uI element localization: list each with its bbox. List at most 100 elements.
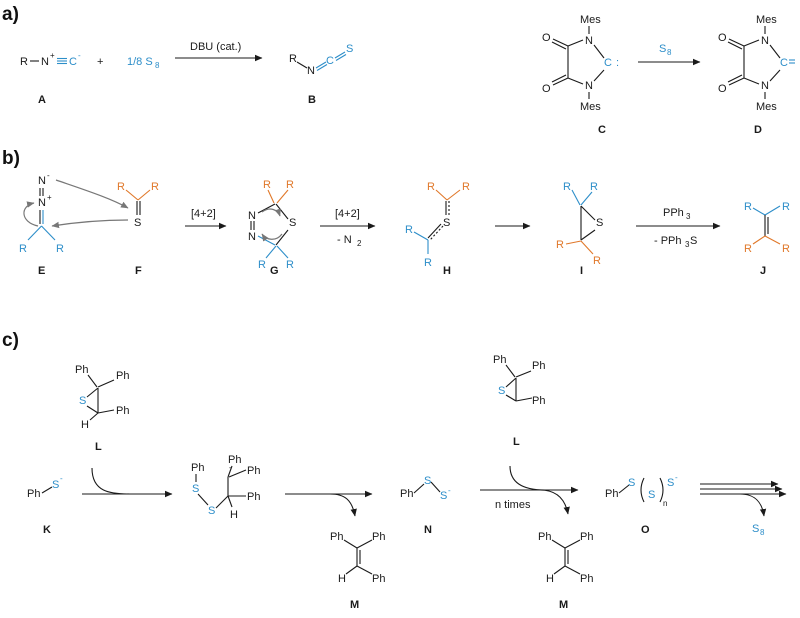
compound-G-thiadiazoline: R R N N S R R <box>248 179 296 271</box>
substituent-R3: R <box>405 224 413 236</box>
label-J: J <box>760 265 766 277</box>
reagent-pph3: PPh <box>663 207 684 219</box>
substituent-R1: R <box>263 179 271 191</box>
atom-S: S <box>79 395 86 407</box>
s8-subscript: 8 <box>155 61 160 70</box>
label-C: C <box>598 124 606 136</box>
label-O: O <box>641 524 650 536</box>
compound-M-stilbene-2: Ph Ph H Ph <box>538 531 593 585</box>
phenyl-2: Ph <box>228 454 241 466</box>
atom-N2: N <box>585 80 593 92</box>
atom-N2: N <box>248 231 256 243</box>
substituent-R4: R <box>286 259 294 271</box>
reagent-s8: 1/8 S 8 <box>127 56 160 70</box>
substituent-R3: R <box>258 259 266 271</box>
label-M-1: M <box>350 599 359 611</box>
label-B: B <box>308 94 316 106</box>
arrow-c1-curve <box>91 467 131 495</box>
phenyl-1: Ph <box>75 364 88 376</box>
substituent-R4: R <box>593 255 601 267</box>
atom-O1: O <box>542 32 551 44</box>
reagent-pph3-subscript: 3 <box>686 212 691 221</box>
phenyl-1: Ph <box>191 462 204 474</box>
atom-S2: S <box>440 490 447 502</box>
substituent-R3: R <box>744 243 752 255</box>
arrow-label-dbu: DBU (cat.) <box>190 41 241 53</box>
step-label-1: [4+2] <box>191 208 216 220</box>
charge-plus: + <box>50 51 55 60</box>
step-label-2: [4+2] <box>335 208 360 220</box>
atom-S: S <box>596 217 603 229</box>
phenyl-1: Ph <box>493 354 506 366</box>
atom-S1: S <box>628 477 635 489</box>
phenyl-2: Ph <box>580 531 593 543</box>
compound-C-carbene: Mes N C : N Mes O O <box>542 14 619 113</box>
arrow-c2-elimination <box>329 493 357 517</box>
mes-top: Mes <box>756 14 777 26</box>
label-L-2: L <box>513 436 520 448</box>
mes-bottom: Mes <box>580 101 601 113</box>
substituent-R1: R <box>117 181 125 193</box>
byproduct-pph3s-S: S <box>690 235 697 247</box>
substituent-R1: R <box>744 201 752 213</box>
substituent-R2: R <box>56 243 64 255</box>
atom-C: C <box>780 57 788 69</box>
compound-D-thione: Mes N C S N Mes O O <box>718 14 795 113</box>
compound-N-disulfide-anion: Ph S S - <box>400 475 451 502</box>
phenyl-3: Ph <box>116 405 129 417</box>
atom-S: S <box>346 43 353 55</box>
substituent-R2: R <box>782 201 790 213</box>
charge-minus: - <box>448 486 451 495</box>
atom-S: S <box>52 479 59 491</box>
phenyl-3: Ph <box>580 573 593 585</box>
substituent-R4: R <box>782 243 790 255</box>
mes-top: Mes <box>580 14 601 26</box>
label-I: I <box>580 265 583 277</box>
arrow-electron-flow-1 <box>55 179 129 209</box>
label-H: H <box>443 265 451 277</box>
substituent-R2: R <box>151 181 159 193</box>
atom-S: S <box>289 217 296 229</box>
phenyl-3: Ph <box>372 573 385 585</box>
atom-N2: N <box>761 80 769 92</box>
atom-H: H <box>546 573 554 585</box>
atom-C: C <box>326 55 334 67</box>
label-E: E <box>38 265 45 277</box>
compound-J-alkene: R R R R <box>744 201 790 255</box>
compound-A-isocyanide: R N + C - <box>20 51 81 68</box>
substituent-R3: R <box>556 239 564 251</box>
label-D: D <box>754 124 762 136</box>
substituent-R4: R <box>424 257 432 269</box>
arrow-c4-release <box>739 493 767 517</box>
phenyl-4: Ph <box>247 491 260 503</box>
atom-N-terminal: N <box>38 175 46 187</box>
atom-S1: S <box>192 483 199 495</box>
bracket-right <box>659 477 664 503</box>
compound-B-isothiocyanate: R N C S <box>289 43 353 77</box>
substituent-R2: R <box>590 181 598 193</box>
label-A: A <box>38 94 46 106</box>
atom-O2: O <box>718 83 727 95</box>
atom-S-repeat: S <box>648 489 655 501</box>
compound-L-thiirane-left: Ph Ph S Ph H <box>75 364 129 431</box>
charge-minus: - <box>47 171 50 180</box>
s8-coefficient: 1/8 S <box>127 56 153 68</box>
atom-O2: O <box>542 83 551 95</box>
substituent-R1: R <box>427 181 435 193</box>
repeat-count-n: n <box>663 499 667 508</box>
compound-M-stilbene-1: Ph Ph H Ph <box>330 531 385 585</box>
atom-S: S <box>498 385 505 397</box>
atom-N-central: N <box>38 197 46 209</box>
panel-label-c: c) <box>2 330 19 351</box>
substituent-R2: R <box>286 179 294 191</box>
label-L-1: L <box>95 441 102 453</box>
atom-S: S <box>443 217 450 229</box>
compound-F-thioketone: R R S <box>117 181 159 229</box>
product-s8-subscript: 8 <box>760 528 765 537</box>
atom-S1: S <box>424 475 431 487</box>
byproduct-pph3s: - PPh <box>654 235 682 247</box>
phenyl-2: Ph <box>116 370 129 382</box>
atom-H: H <box>338 573 346 585</box>
phenyl: Ph <box>605 488 618 500</box>
